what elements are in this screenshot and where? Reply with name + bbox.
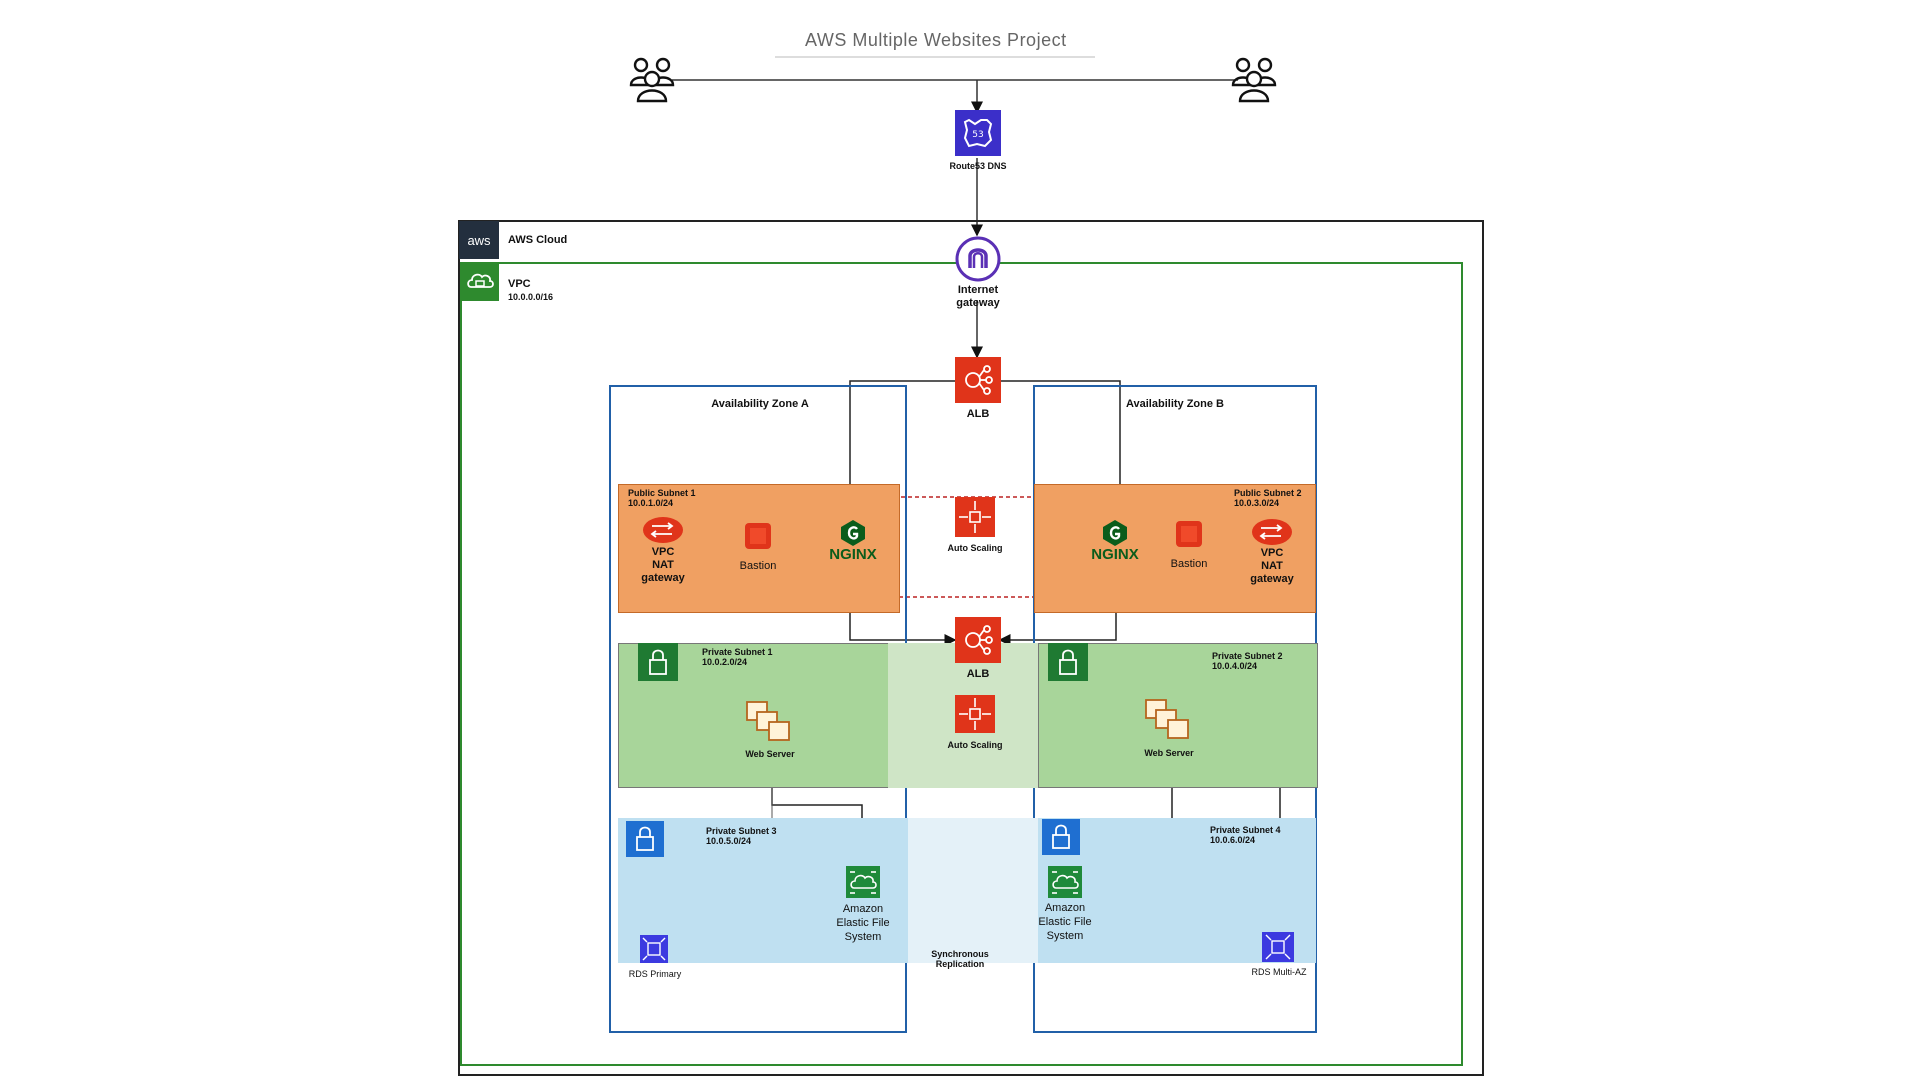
nat-a-label-1: VPC	[651, 546, 675, 558]
private-subnet-3-cidr: 10.0.5.0/24	[706, 836, 752, 846]
private-subnet-1-cidr: 10.0.2.0/24	[702, 657, 748, 667]
nginx-b-label: NGINX	[1091, 546, 1139, 563]
route53-label: Route53 DNS	[949, 161, 1007, 171]
bastion-a-label: Bastion	[739, 560, 777, 572]
web-server-a-label: Web Server	[745, 749, 795, 759]
az-b-label: Availability Zone B	[1125, 398, 1224, 410]
private-subnet-4-cidr: 10.0.6.0/24	[1210, 835, 1256, 845]
efs-b-label-1: Amazon	[1044, 902, 1086, 914]
public-subnet-1-label: Public Subnet 1	[628, 488, 696, 498]
igw-label-line1: Internet	[957, 284, 999, 296]
public-subnet-1-cidr: 10.0.1.0/24	[628, 498, 674, 508]
public-subnet-2	[1034, 484, 1316, 613]
lock-icon	[1042, 819, 1080, 855]
bastion-b-label: Bastion	[1170, 558, 1208, 570]
nat-a-label-2: NAT	[652, 559, 674, 571]
private-subnet-2-cidr: 10.0.4.0/24	[1212, 661, 1258, 671]
efs-icon	[1048, 866, 1082, 898]
lock-icon	[638, 643, 678, 681]
web-server-b-label: Web Server	[1144, 748, 1194, 758]
ec2-instance-icon	[743, 520, 773, 552]
nginx-logo-icon	[1100, 518, 1130, 548]
aws-cloud-box	[458, 220, 1484, 1076]
users-icon	[1230, 53, 1278, 103]
nat-b-label-2: NAT	[1261, 560, 1283, 572]
private-subnet-2-label: Private Subnet 2	[1212, 651, 1283, 661]
load-balancer-icon	[955, 357, 1001, 403]
efs-a-label-3: System	[844, 931, 882, 943]
nginx-a-label: NGINX	[829, 546, 877, 563]
rds-primary-label: RDS Primary	[628, 969, 682, 979]
efs-b-label-2: Elastic File	[1038, 916, 1092, 928]
efs-b-label-3: System	[1046, 930, 1084, 942]
diagram-title: AWS Multiple Websites Project	[805, 30, 1067, 50]
public-subnet-2-cidr: 10.0.3.0/24	[1234, 498, 1280, 508]
efs-icon	[846, 866, 880, 898]
nat-gateway-icon	[1251, 517, 1293, 547]
alb-top-label: ALB	[966, 408, 990, 420]
users-icon	[628, 53, 676, 103]
az-a-label: Availability Zone A	[711, 398, 809, 410]
private-subnet-3-label: Private Subnet 3	[706, 826, 777, 836]
efs-a-label-2: Elastic File	[836, 917, 890, 929]
auto-scaling-icon	[955, 497, 995, 537]
nat-b-label-1: VPC	[1260, 547, 1284, 559]
internet-gateway-icon	[955, 236, 1001, 282]
asg-top-label: Auto Scaling	[947, 543, 1003, 553]
alb-mid-label: ALB	[966, 668, 990, 680]
asg-mid-label: Auto Scaling	[947, 740, 1003, 750]
web-server-icon	[745, 700, 793, 744]
vpc-cidr: 10.0.0.0/16	[508, 292, 554, 302]
igw-label-line2: gateway	[956, 297, 1000, 309]
lock-icon	[1048, 643, 1088, 681]
load-balancer-icon	[955, 617, 1001, 663]
aws-cloud-label: AWS Cloud	[508, 234, 568, 246]
alb-to-nginx-a-arrow	[844, 380, 958, 507]
replication-label-1: Synchronous	[931, 949, 989, 959]
vpc-cloud-icon	[461, 263, 499, 301]
nat-gateway-icon	[642, 515, 684, 545]
svg-text:53: 53	[972, 130, 983, 140]
private-subnet-4-label: Private Subnet 4	[1210, 825, 1281, 835]
private-subnet-3-shade	[908, 818, 1038, 963]
alb-to-nginx-b-arrow	[996, 380, 1126, 507]
replication-label-2: Replication	[935, 959, 985, 969]
lock-icon	[626, 821, 664, 857]
users-left-icon-graphic	[629, 57, 675, 103]
ec2-instance-icon	[1174, 518, 1204, 550]
route53-icon: 53	[955, 110, 1001, 156]
nat-a-label-3: gateway	[641, 572, 685, 584]
auto-scaling-icon	[955, 695, 995, 733]
private-subnet-1-label: Private Subnet 1	[702, 647, 773, 657]
web-server-icon	[1144, 698, 1192, 742]
rds-multi-az-label: RDS Multi-AZ	[1251, 967, 1307, 977]
vpc-label: VPC	[508, 278, 531, 290]
users-right-icon-graphic	[1231, 57, 1277, 103]
nat-b-label-3: gateway	[1250, 573, 1294, 585]
rds-icon	[1262, 932, 1294, 962]
nginx-logo-icon	[838, 518, 868, 548]
aws-logo-icon: aws	[459, 221, 499, 259]
efs-a-label-1: Amazon	[842, 903, 884, 915]
rds-icon	[640, 935, 668, 963]
public-subnet-2-label: Public Subnet 2	[1234, 488, 1302, 498]
